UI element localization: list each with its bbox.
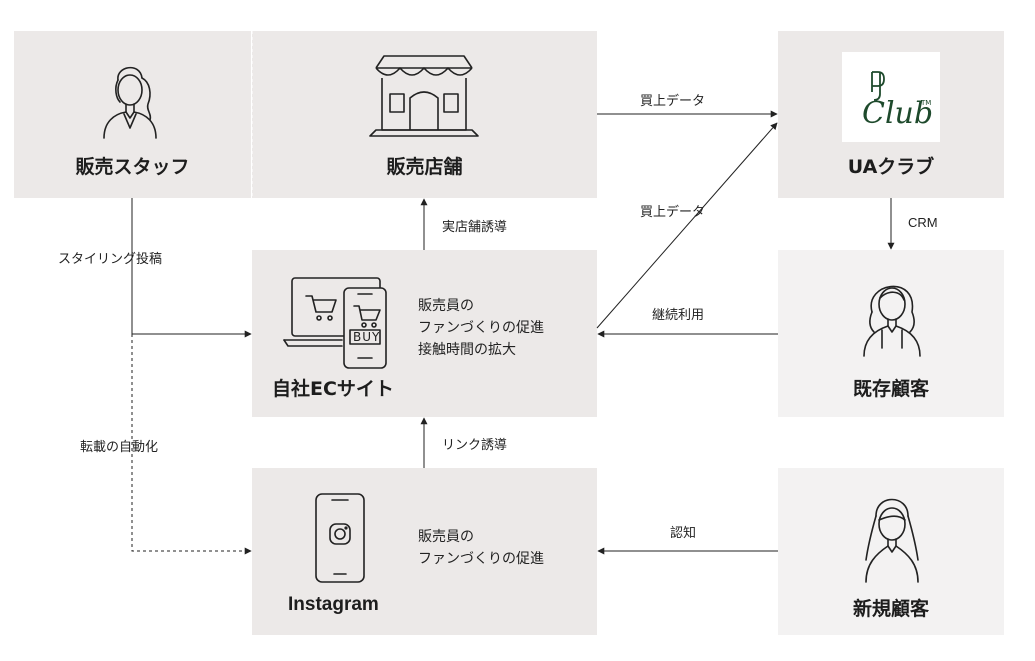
new-customer-person-icon: [865, 498, 919, 583]
existing-customer-node: [778, 250, 1004, 417]
edge-ec-to-club: [596, 122, 778, 329]
existing-customer-title: 既存顧客: [852, 378, 929, 400]
ec-site-title: 自社ECサイト: [272, 378, 394, 400]
edge-label-existing-to-ec: 継続利用: [652, 308, 705, 323]
staff-title: 販売スタッフ: [75, 156, 190, 178]
edge-label-staff-to-instagram: 転載の自動化: [80, 440, 159, 455]
ec-desc-line: ファンづくりの促進: [418, 320, 544, 336]
edge-label-store-to-club: 買上データ: [640, 94, 706, 109]
store-title: 販売店舗: [386, 156, 463, 178]
ec-desc-line: 接触時間の拡大: [418, 342, 516, 358]
instagram-phone-icon: [315, 493, 365, 583]
staff-person-icon: [103, 66, 157, 139]
edge-label-staff-to-ec: スタイリング投稿: [58, 252, 163, 267]
edge-label-instagram-to-ec: リンク誘導: [442, 438, 508, 453]
club-logo-text: Club: [862, 96, 934, 131]
instagram-title: Instagram: [288, 594, 379, 615]
instagram-node: [252, 468, 597, 635]
new-customer-title: 新規顧客: [852, 598, 929, 620]
edge-label-club-to-existing: CRM: [908, 215, 938, 230]
ua-club-title: UAクラブ: [847, 156, 935, 178]
existing-customer-person-icon: [863, 285, 921, 357]
ua-club-logo: Club TM: [842, 52, 940, 142]
store-icon: [369, 55, 479, 137]
edge-label-ec-to-club: 買上データ: [640, 205, 706, 220]
edge-staff-to-instagram: [131, 334, 252, 555]
laptop-phone-cart-icon: [283, 277, 387, 369]
ec-desc-line: 販売員の: [418, 298, 474, 314]
instagram-description: 販売員の ファンづくりの促進: [418, 526, 544, 570]
edge-label-new-to-instagram: 認知: [670, 526, 697, 541]
club-logo-mark-icon: [871, 71, 885, 101]
instagram-desc-line: ファンづくりの促進: [418, 551, 544, 567]
instagram-desc-line: 販売員の: [418, 529, 474, 545]
club-logo-tm: TM: [921, 99, 932, 107]
edge-label-ec-to-store: 実店舗誘導: [442, 220, 508, 235]
buy-label: BUY: [353, 330, 381, 344]
ec-site-description: 販売員の ファンづくりの促進 接触時間の拡大: [418, 295, 544, 361]
store-node: [252, 31, 597, 198]
